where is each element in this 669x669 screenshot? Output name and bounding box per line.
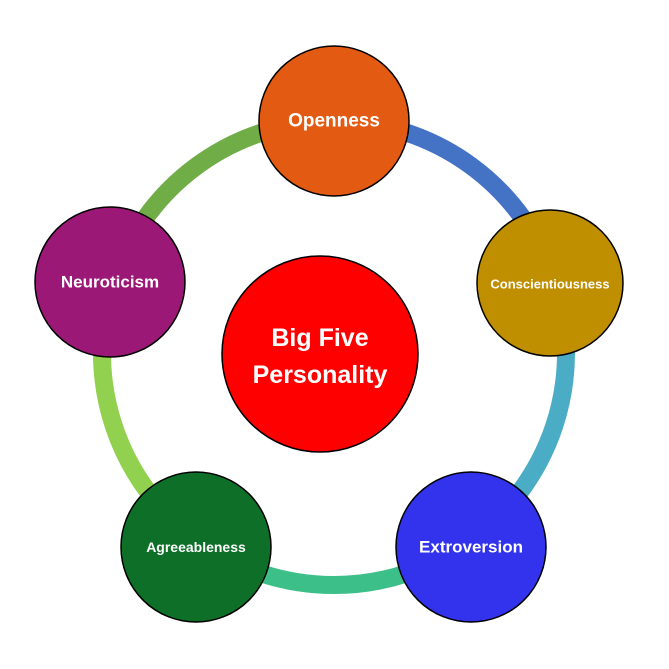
- center-node: Big Five Personality: [221, 255, 419, 453]
- openness-circle: [258, 45, 410, 197]
- agreeableness-label: Agreeableness: [146, 539, 246, 555]
- neuroticism-circle: [34, 206, 186, 358]
- center-title-line2: Personality: [253, 361, 388, 389]
- neuroticism-label: Neuroticism: [61, 273, 159, 292]
- conscientiousness-label: Conscientiousness: [490, 277, 609, 292]
- center-circle: [221, 255, 419, 453]
- trait-node-agreeableness: Agreeableness: [120, 471, 272, 623]
- openness-label: Openness: [288, 111, 380, 132]
- extroversion-circle: [395, 471, 547, 623]
- trait-node-neuroticism: Neuroticism: [34, 206, 186, 358]
- agreeableness-circle: [120, 471, 272, 623]
- trait-node-openness: Openness: [258, 45, 410, 197]
- trait-node-conscientiousness: Conscientiousness: [476, 209, 624, 357]
- center-title-line1: Big Five: [271, 324, 368, 352]
- trait-node-extroversion: Extroversion: [395, 471, 547, 623]
- conscientiousness-circle: [476, 209, 624, 357]
- extroversion-label: Extroversion: [419, 538, 523, 557]
